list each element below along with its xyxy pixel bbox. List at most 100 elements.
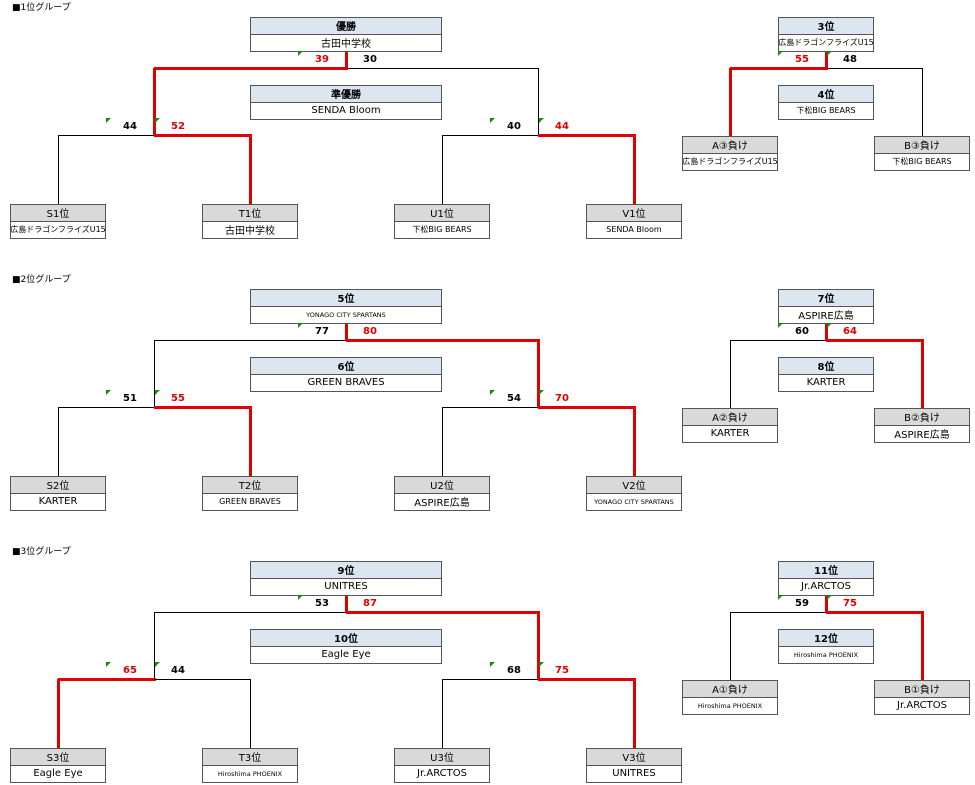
score-final-left: 53	[315, 598, 329, 609]
seed-box-team: SENDA Bloom	[606, 225, 662, 235]
side-seed-left-riser	[730, 612, 731, 681]
side-mid-box-heading: 8位	[779, 358, 873, 375]
final-line-right	[346, 339, 540, 342]
score-final-right: 80	[363, 326, 377, 337]
cell-flag	[155, 390, 160, 395]
seed-box-heading: T2位	[203, 477, 297, 494]
side-line-left	[730, 612, 827, 613]
seed-v-riser	[633, 135, 636, 205]
semi-right-line-b	[538, 406, 636, 409]
cell-flag	[827, 595, 832, 600]
side-connector	[825, 52, 828, 69]
seed-box: U1位下松BIG BEARS	[394, 204, 490, 239]
score-side-left: 59	[795, 598, 809, 609]
score-semi-right-a: 40	[507, 121, 521, 132]
side-seed-box-heading: B①負け	[875, 681, 969, 698]
seed-box-team: YONAGO CITY SPARTANS	[594, 497, 674, 506]
side-seed-box-heading: A③負け	[683, 137, 777, 154]
side-seed-box: A③負け広島ドラゴンフライズU15	[682, 136, 778, 171]
side-top-box-team: Jr.ARCTOS	[801, 581, 851, 593]
group-title: ■2位グループ	[12, 275, 71, 285]
side-line-right	[826, 68, 923, 69]
final-connector	[345, 324, 348, 341]
side-mid-box-heading: 4位	[779, 86, 873, 103]
seed-box-team: 下松BIG BEARS	[412, 225, 472, 235]
semi-left-riser	[154, 340, 155, 408]
group-title: ■3位グループ	[12, 547, 71, 557]
runner-up-box-team: SENDA Bloom	[311, 105, 381, 117]
side-seed-box-heading: A①負け	[683, 681, 777, 698]
semi-left-line-a	[58, 407, 155, 408]
score-side-right: 75	[843, 598, 857, 609]
seed-v-riser	[633, 679, 636, 749]
score-side-left: 60	[795, 326, 809, 337]
score-semi-right-a: 54	[507, 393, 521, 404]
cell-flag	[778, 51, 783, 56]
runner-up-box-heading: 準優勝	[251, 86, 441, 103]
side-seed-box-team: KARTER	[710, 428, 750, 440]
runner-up-box-heading: 10位	[251, 630, 441, 647]
side-seed-box-heading: B②負け	[875, 409, 969, 426]
final-line-right	[346, 68, 539, 69]
side-mid-box: 4位下松BIG BEARS	[778, 85, 874, 120]
semi-right-line-a	[442, 679, 539, 680]
seed-box-heading: T1位	[203, 205, 297, 222]
score-side-left: 55	[795, 54, 809, 65]
side-seed-right-riser	[921, 612, 924, 681]
side-connector	[825, 324, 828, 341]
cell-flag	[539, 662, 544, 667]
final-rank-box-heading: 5位	[251, 290, 441, 307]
seed-box-heading: T3位	[203, 749, 297, 766]
score-final-right: 30	[363, 54, 377, 65]
seed-box-heading: V1位	[587, 205, 681, 222]
seed-box: T2位 GREEN BRAVES	[202, 476, 298, 511]
semi-right-line-a	[442, 407, 539, 408]
side-line-right	[826, 339, 924, 342]
side-top-box-heading: 7位	[779, 290, 873, 307]
cell-flag	[106, 662, 111, 667]
cell-flag	[298, 323, 303, 328]
final-connector	[345, 52, 348, 69]
score-semi-left-a: 65	[123, 665, 137, 676]
side-mid-box-team: KARTER	[806, 377, 846, 389]
score-semi-left-a: 51	[123, 393, 137, 404]
score-semi-left-b: 55	[171, 393, 185, 404]
final-rank-box-heading: 9位	[251, 562, 441, 579]
side-line-left	[730, 67, 828, 70]
seed-box-heading: V3位	[587, 749, 681, 766]
score-semi-left-b: 44	[171, 665, 185, 676]
final-rank-box-team: 古田中学校	[321, 39, 371, 51]
seed-s-riser	[57, 679, 60, 749]
score-semi-right-b: 44	[555, 121, 569, 132]
semi-right-line-b	[538, 678, 636, 681]
semi-left-line-a	[58, 135, 155, 136]
side-seed-left-riser	[730, 340, 731, 409]
seed-box-team: 古田中学校	[225, 226, 275, 238]
cell-flag	[490, 390, 495, 395]
seed-box-team: Hiroshima PHOENIX	[217, 769, 283, 778]
cell-flag	[827, 51, 832, 56]
cell-flag	[155, 118, 160, 123]
side-line-right	[826, 611, 924, 614]
score-semi-left-a: 44	[123, 121, 137, 132]
score-semi-right-a: 68	[507, 665, 521, 676]
seed-box-heading: S3位	[11, 749, 105, 766]
side-top-box-team: 広島ドラゴンフライズU15	[779, 38, 873, 48]
side-line-left	[730, 340, 827, 341]
side-mid-box-team: Hiroshima PHOENIX	[793, 650, 859, 659]
side-top-box-heading: 3位	[779, 18, 873, 35]
seed-box-team: GREEN BRAVES	[219, 497, 281, 507]
seed-box-heading: V2位	[587, 477, 681, 494]
